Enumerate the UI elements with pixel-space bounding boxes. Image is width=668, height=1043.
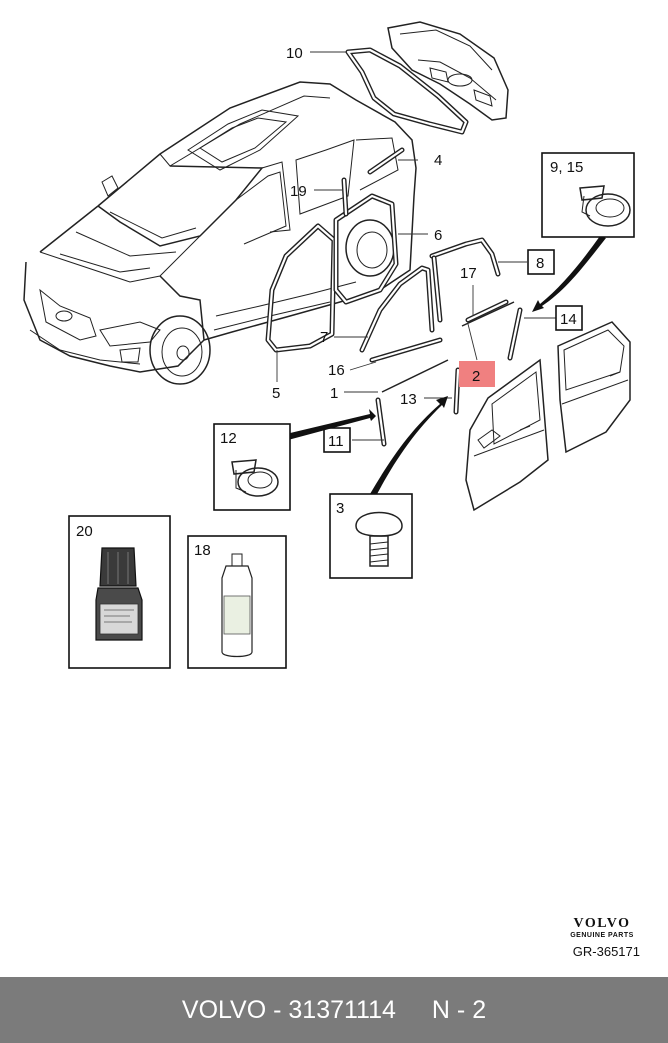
- detail-box-label-18: 18: [194, 542, 211, 559]
- volvo-logo: VOLVO: [573, 916, 631, 931]
- parts-diagram: 10 4 19 6 17 7 16 1 5 13 2 8 14 11 9, 15: [23, 21, 635, 669]
- callout-1: 1: [330, 385, 338, 402]
- liquid-bottle-icon: [221, 553, 253, 658]
- callout-6: 6: [434, 227, 442, 244]
- window-channel-rear: [429, 237, 501, 323]
- callout-labels: 10 4 19 6 17 7 16 1 5 13 2: [272, 45, 495, 408]
- detail-box-label-20: 20: [76, 523, 93, 540]
- callout-2-highlight: [459, 361, 495, 387]
- genuine-parts-label: GENUINE PARTS: [570, 932, 634, 939]
- detail-box-20: 20: [68, 515, 171, 669]
- belt-moulding-front: [369, 337, 443, 363]
- pillar-trim-13: [453, 367, 461, 415]
- callout-16: 16: [328, 362, 345, 379]
- rear-door: [557, 321, 631, 454]
- pillar-trim-11: [375, 397, 387, 447]
- detail-box-label-3: 3: [336, 500, 344, 517]
- door-seal-front: [265, 223, 337, 353]
- clip-icon: [231, 459, 279, 497]
- belt-moulding-rear: [465, 299, 509, 323]
- callout-7: 7: [320, 329, 328, 346]
- reference-code: GR-365171: [572, 944, 640, 959]
- front-door: [465, 358, 549, 512]
- bottle-icon: [95, 547, 143, 641]
- b-pillar-seal: [341, 177, 349, 217]
- detail-box-12: 12: [213, 423, 291, 511]
- roof-seal: [367, 147, 405, 175]
- callout-5: 5: [272, 385, 280, 402]
- callout-19: 19: [290, 183, 307, 200]
- leader-lines: [276, 51, 557, 441]
- boxed-label-8: 8: [536, 255, 544, 272]
- footer-bar: VOLVO - 31371114 N - 2: [0, 977, 668, 1043]
- boxed-labels: 8 14 11: [323, 249, 583, 453]
- boxed-label-14: 14: [560, 311, 577, 328]
- clip-icon: [579, 185, 631, 227]
- weatherstrip-lower: [381, 301, 515, 393]
- tailgate-seal: [345, 47, 469, 135]
- footer-part-number: VOLVO - 31371114: [181, 995, 396, 1024]
- callout-4: 4: [434, 152, 442, 169]
- detail-box-label-9-15: 9, 15: [550, 159, 583, 176]
- screw-icon: [355, 511, 403, 567]
- tailgate: [387, 21, 509, 121]
- boxed-label-11: 11: [328, 433, 344, 450]
- callout-2: 2: [472, 368, 480, 385]
- detail-box-label-12: 12: [220, 430, 237, 447]
- detail-box-9-15: 9, 15: [541, 152, 635, 238]
- callout-13: 13: [400, 391, 417, 408]
- pointer-arrows: [286, 236, 606, 496]
- brand-logo-block: VOLVO GENUINE PARTS: [562, 917, 642, 940]
- footer-ref: N - 2: [431, 995, 487, 1024]
- pillar-trim-14: [507, 307, 523, 361]
- door-seal-rear: [333, 193, 399, 305]
- window-channel-front: [359, 265, 435, 353]
- car-illustration: [23, 81, 417, 385]
- detail-box-3: 3: [329, 493, 413, 579]
- callout-10: 10: [286, 45, 303, 62]
- detail-box-18: 18: [187, 535, 287, 669]
- callout-17: 17: [460, 265, 477, 282]
